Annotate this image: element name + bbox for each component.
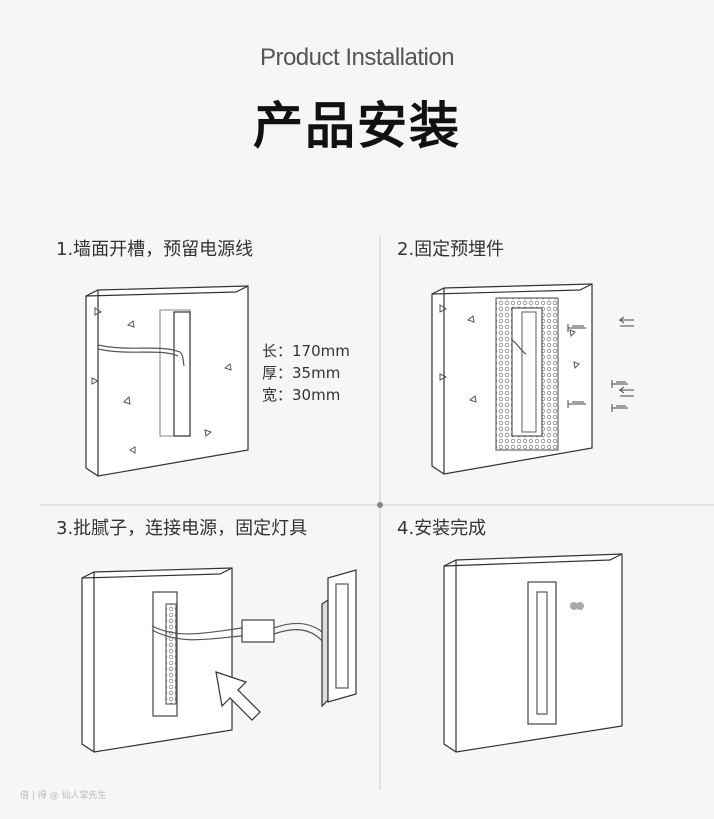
power-cable: [151, 619, 331, 647]
step-1-label: 1.墙面开槽，预留电源线: [56, 239, 254, 260]
panel4-wall: [443, 553, 623, 753]
panel2-concrete-marks: [439, 304, 580, 403]
step-3-label: 3.批腻子，连接电源，固定灯具: [56, 518, 308, 539]
screw-icons: [567, 324, 628, 412]
direction-arrows-icon: [618, 316, 634, 397]
section-subtitle: Product Installation: [259, 44, 455, 71]
dimensions-list: 长：170mm 厚：35mm 宽：30mm: [262, 340, 350, 406]
watermark: 值 | 得 @ 仙人掌先生: [20, 791, 107, 801]
panel1-wall: [85, 285, 249, 477]
dimension-thickness: 厚：35mm: [262, 364, 341, 382]
dimension-width: 宽：30mm: [262, 386, 341, 404]
panel3-wall: [81, 567, 233, 753]
light-fixture: [321, 569, 357, 708]
step-2-label: 2.固定预埋件: [397, 239, 505, 260]
logo-mark-icon: [570, 602, 584, 610]
panel2-wall: [431, 283, 593, 475]
cursor-arrow-icon: [215, 671, 261, 721]
step-4-label: 4.安装完成: [397, 518, 487, 539]
page-title: 产品安装: [253, 97, 461, 155]
divider-center-dot: [377, 502, 383, 508]
dimension-length: 长：170mm: [262, 342, 350, 360]
panel1-concrete-marks: [91, 307, 232, 454]
